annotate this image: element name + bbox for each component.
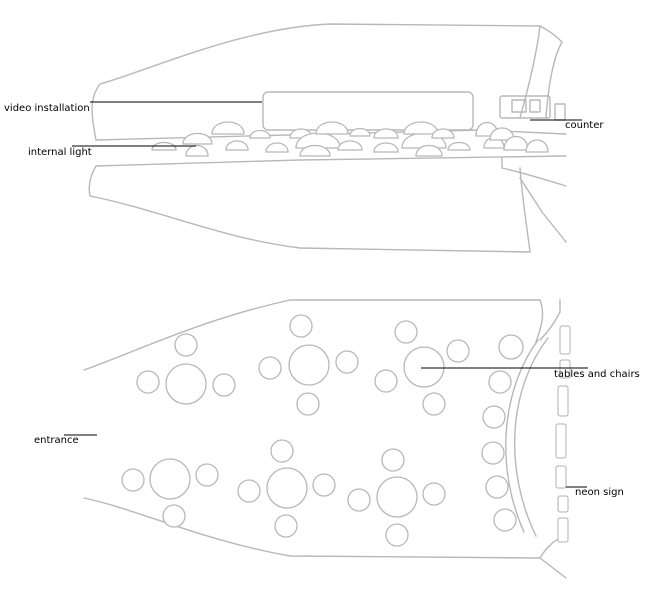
internal-light-label: internal light: [28, 147, 92, 158]
neon-sign-label: neon sign: [575, 487, 624, 498]
elevation-back-wall: [539, 25, 563, 119]
elevation-right-ramp: [519, 177, 567, 243]
counter-fixture: [499, 95, 566, 121]
plan-view: [83, 299, 571, 579]
elevation-seats: [151, 121, 549, 157]
plan-right-return: [539, 299, 561, 341]
elevation-ceiling-outline: [91, 23, 541, 141]
neon-sign-curve-inner: [505, 339, 539, 533]
neon-sign-curve-outer: [514, 337, 549, 537]
elevation-counter-floor: [501, 157, 567, 187]
entrance-label: entrance: [34, 435, 79, 446]
neon-sign-lettering: [555, 325, 571, 543]
video-installation-screen: [262, 91, 474, 131]
leader-lines: [64, 101, 588, 488]
counter-label: counter: [565, 120, 604, 131]
tables-and-chairs-label: tables and chairs: [554, 369, 640, 380]
tables-and-chairs: [121, 314, 524, 547]
plan-lower-wall: [83, 497, 561, 559]
elevation-seat-rail-lower: [95, 155, 567, 167]
video-installation-label: video installation: [4, 103, 90, 114]
plan-corner-bottom: [539, 557, 567, 579]
elevation-view: [88, 23, 567, 253]
elevation-floor-outline: [88, 165, 531, 253]
plan-upper-wall: [83, 299, 544, 371]
